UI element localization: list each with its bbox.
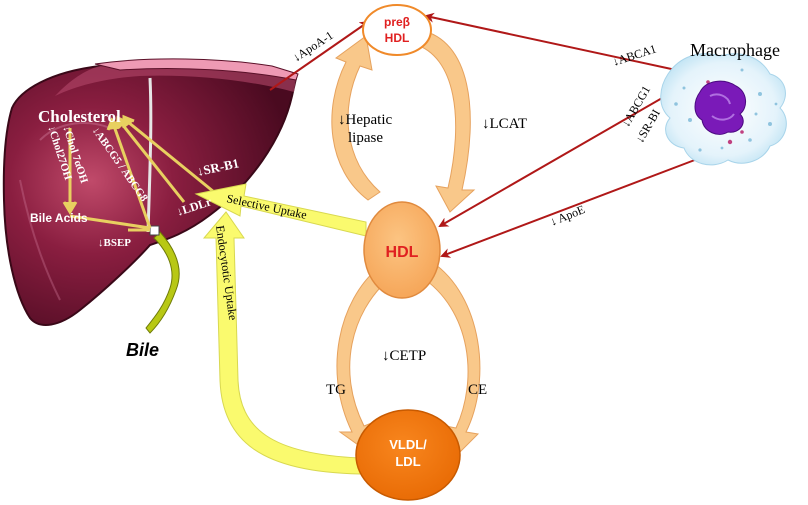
cholesterol-label: Cholesterol: [38, 107, 121, 126]
red-arrows: [269, 12, 701, 258]
bile-acids-label: Bile Acids: [30, 211, 88, 225]
bile-duct: [145, 231, 180, 334]
bsep-label: ↓BSEP: [98, 237, 131, 249]
abca1-arrow: [424, 12, 677, 71]
hdl-cycle-arrows: [331, 29, 481, 457]
vldl-line1: VLDL/: [389, 437, 427, 452]
cetp-label: ↓CETP: [382, 348, 426, 364]
ce-label: CE: [468, 382, 487, 398]
liver-internal-arrows: [62, 114, 215, 232]
tg-label: TG: [326, 382, 346, 398]
preb-line1: preβ: [384, 15, 410, 29]
hdl-label: HDL: [386, 244, 419, 261]
macrophage-nucleus: [694, 80, 746, 135]
apoe-label: ↓ ApoE: [548, 202, 587, 229]
bile-label: Bile: [126, 340, 159, 360]
hepatic-lipase-label-1: ↓Hepatic: [338, 112, 392, 128]
liver: [2, 58, 299, 326]
vldl-line2: LDL: [395, 454, 420, 469]
hepatic-lipase-label-2: lipase: [348, 130, 383, 146]
apoe-arrow: [440, 157, 701, 258]
selective-uptake-label: Selective Uptake: [225, 191, 308, 222]
macrophage-label: Macrophage: [690, 40, 780, 60]
yellow-uptake-arrows: [194, 183, 367, 475]
lcat-arrow: [413, 29, 476, 213]
preb-line2: HDL: [385, 31, 410, 45]
lcat-label: ↓LCAT: [482, 116, 527, 132]
hdl-node: [363, 201, 441, 299]
apoa1-label: ↓ApoA-1: [290, 28, 336, 64]
macrophage-cell: [660, 53, 787, 166]
vldl-ldl-node: [355, 409, 461, 501]
selective-uptake-arrow: [194, 183, 367, 237]
endocytotic-uptake-arrow: [202, 211, 361, 475]
apoa1-arrow: [269, 20, 370, 91]
preb-hdl-node: [362, 4, 432, 56]
abcg1-arrow: [438, 89, 677, 227]
